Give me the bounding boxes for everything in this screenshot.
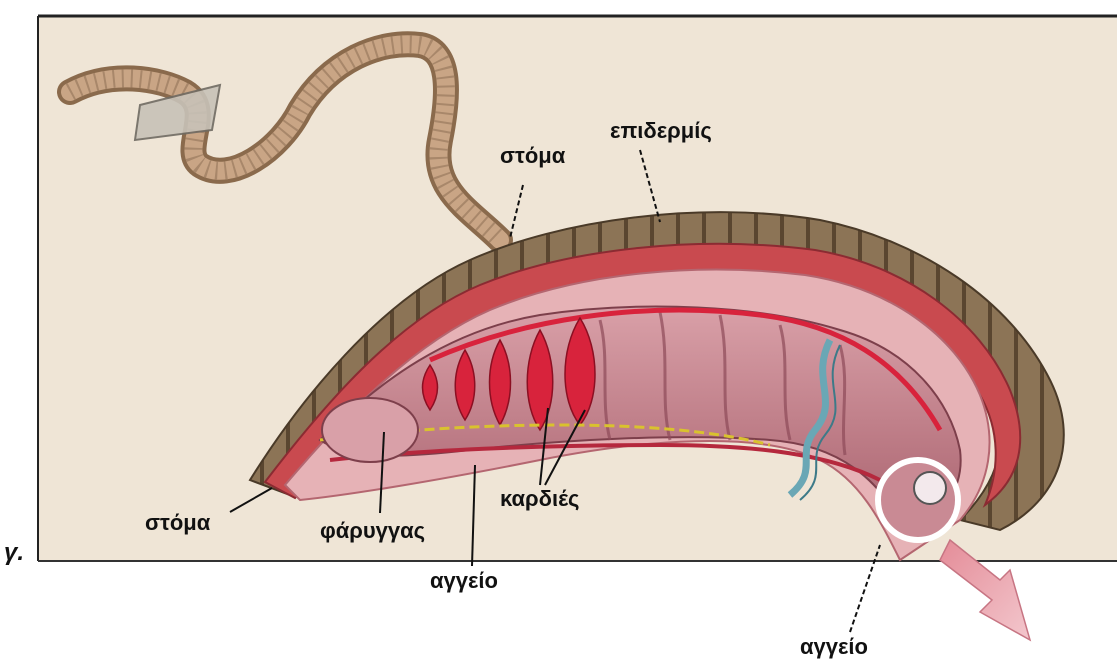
label-epidermis: επιδερμίς [610, 120, 712, 142]
label-hearts: καρδιές [500, 488, 580, 510]
label-mouth-top: στόμα [500, 145, 565, 167]
label-mouth-front: στόμα [145, 512, 210, 534]
label-vessel-ventral: αγγείο [430, 570, 498, 592]
panel-letter: γ. [4, 541, 24, 565]
label-pharynx: φάρυγγας [320, 520, 425, 542]
label-vessel-end: αγγείο [800, 636, 868, 658]
